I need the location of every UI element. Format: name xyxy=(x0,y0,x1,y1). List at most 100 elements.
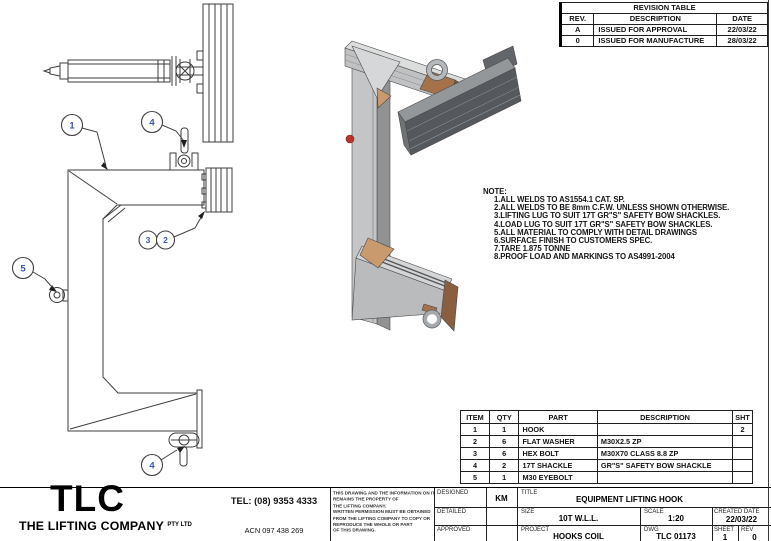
part-cell: FLAT WASHER xyxy=(518,435,598,448)
lifting-lug xyxy=(169,152,177,170)
date-cell: 22/03/22 xyxy=(716,24,768,36)
balloon-5-number: 5 xyxy=(20,264,26,275)
drawing-title: EQUIPMENT LIFTING HOOK xyxy=(575,495,684,504)
sht-cell: 2 xyxy=(732,423,753,436)
scale-label: SCALE xyxy=(644,509,664,515)
leader-arrow xyxy=(49,285,57,292)
item-cell: 3 xyxy=(460,447,490,460)
balloon-2 xyxy=(155,230,176,250)
created-date-label: CREATED DATE xyxy=(714,509,760,515)
balloon-1 xyxy=(60,113,84,137)
qty-cell: 1 xyxy=(488,471,520,484)
qty-cell: 1 xyxy=(488,423,520,436)
parts-table: ITEM QTY PART DESCRIPTION SHT 1 1 HOOK 2… xyxy=(460,410,753,484)
col-item: ITEM xyxy=(460,410,490,424)
hook-outline xyxy=(67,169,205,432)
col-rev: REV. xyxy=(559,13,595,25)
item-cell: 4 xyxy=(460,459,490,472)
item-cell: 1 xyxy=(460,423,490,436)
sheet-border xyxy=(768,0,769,541)
front-view xyxy=(49,127,233,467)
notes-heading: NOTE: xyxy=(483,187,507,196)
detailed-label: DETAILED xyxy=(437,509,466,515)
leader-arrow xyxy=(177,446,185,453)
item-cell: 5 xyxy=(460,471,490,484)
col-date: DATE xyxy=(716,13,768,25)
sht-cell xyxy=(732,447,753,460)
note-item: 8.PROOF LOAD AND MARKINGS TO AS4991-2004 xyxy=(494,252,675,262)
project-label: PROJECT xyxy=(521,527,550,533)
created-date-value: 22/03/22 xyxy=(725,515,758,524)
scale-value: 1:20 xyxy=(667,514,684,523)
description-cell: M30X70 CLASS 8.8 ZP xyxy=(596,447,734,460)
shackle-fitting-plan xyxy=(175,61,195,81)
parts-row: 3 6 HEX BOLT M30X70 CLASS 8.8 ZP xyxy=(460,447,753,460)
arm-taper-line xyxy=(69,393,197,430)
description-cell: GR"S" SAFETY BOW SHACKLE xyxy=(596,459,734,472)
notes-block: NOTE: 1.ALL WELDS TO AS1554.1 CAT. SP. 2… xyxy=(483,187,768,262)
leader-arrow xyxy=(198,211,205,219)
end-plate xyxy=(196,389,203,449)
part-cell: HOOK xyxy=(518,423,598,436)
parts-row: 2 6 FLAT WASHER M30X2.5 ZP xyxy=(460,435,753,448)
sht-cell xyxy=(732,459,753,472)
revision-row: 0 ISSUED FOR MANUFACTURE 28/03/22 xyxy=(559,35,768,47)
drawing-canvas: 1 4 3 2 5 4 xyxy=(11,3,522,477)
note-item: 6.SURFACE FINISH TO CUSTOMERS SPEC. xyxy=(494,235,653,245)
dwg-number: TLC 01173 xyxy=(656,532,696,541)
sht-cell xyxy=(732,435,753,448)
part-cell: M30 EYEBOLT xyxy=(518,471,598,484)
balloon-callouts: 1 4 3 2 5 4 xyxy=(11,110,205,477)
rev-number: 0 xyxy=(752,533,757,541)
revision-table-header: REV. DESCRIPTION DATE xyxy=(559,13,768,25)
rev-cell: 0 xyxy=(559,35,595,47)
beam-chamfer-face xyxy=(351,45,401,99)
col-qty: QTY xyxy=(488,410,520,424)
leader-arrow xyxy=(181,140,187,148)
company-logo-cell: TLC THE LIFTING COMPANY PTY LTD xyxy=(0,478,218,541)
disclaimer-text: THIS DRAWING AND THE INFORMATION ON IT R… xyxy=(333,491,436,534)
revision-table: REVISION TABLE REV. DESCRIPTION DATE A I… xyxy=(559,2,768,47)
size-value: 10T W.L.L. xyxy=(558,514,599,523)
rev-cell: A xyxy=(559,24,595,36)
parts-row: 5 1 M30 EYEBOLT xyxy=(460,471,753,484)
bolt-head-plan xyxy=(196,83,204,94)
approved-label: APPROVED xyxy=(437,527,471,533)
parts-row: 4 2 17T SHACKLE GR"S" SAFETY BOW SHACKLE xyxy=(460,459,753,472)
shackle-pin xyxy=(177,154,191,168)
company-acn: ACN 097 438 269 xyxy=(244,526,304,535)
part-cell: HEX BOLT xyxy=(518,447,598,460)
designed-value: KM xyxy=(495,494,508,503)
corner-chamfer-line xyxy=(68,170,118,205)
sht-cell xyxy=(732,471,753,484)
note-item: 2.ALL WELDS TO BE 8mm C.F.W. UNLESS SHOW… xyxy=(494,203,730,213)
qty-cell: 2 xyxy=(488,459,520,472)
iso-view xyxy=(344,40,522,332)
plate-stack-plan xyxy=(202,3,234,143)
eyebolt-red xyxy=(345,134,355,144)
project-value: HOOKS COIL xyxy=(553,532,604,541)
beam-plan xyxy=(67,59,171,83)
parts-table-header: ITEM QTY PART DESCRIPTION SHT xyxy=(460,410,753,424)
plan-view xyxy=(42,3,234,143)
note-item: 3.LIFTING LUG TO SUIT 17T GR"S" SAFETY B… xyxy=(494,211,721,221)
item-cell: 2 xyxy=(460,435,490,448)
hex-bolt xyxy=(201,187,207,195)
size-label: SIZE xyxy=(521,509,535,515)
col-description: DESCRIPTION xyxy=(596,410,734,424)
qty-cell: 6 xyxy=(488,435,520,448)
rev-label: REV xyxy=(741,527,754,533)
balloon-4-top-number: 4 xyxy=(149,118,155,129)
company-suffix: PTY LTD xyxy=(167,522,192,528)
title-label: TITLE xyxy=(521,490,538,496)
part-cell: 17T SHACKLE xyxy=(518,459,598,472)
col-part: PART xyxy=(518,410,598,424)
description-cell: M30X2.5 ZP xyxy=(596,435,734,448)
col-sht: SHT xyxy=(732,410,753,424)
iso-shackle-top xyxy=(426,59,448,81)
balloon-4-bottom-number: 4 xyxy=(149,461,155,472)
note-item: 7.TARE 1.875 TONNE xyxy=(494,244,571,254)
qty-cell: 6 xyxy=(488,447,520,460)
plate-slab-end xyxy=(397,111,412,156)
